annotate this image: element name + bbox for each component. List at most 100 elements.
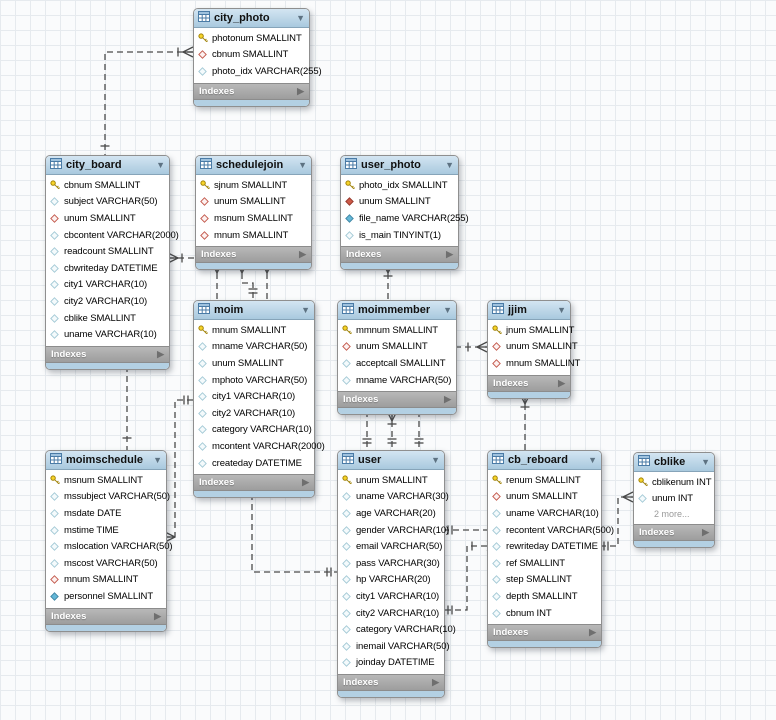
collapse-arrow-icon[interactable]: ▼: [153, 454, 162, 465]
collapse-arrow-icon[interactable]: ▼: [445, 159, 454, 170]
connector-city_board-moimschedule[interactable]: [122, 366, 132, 450]
field-row-unum[interactable]: unum SMALLINT: [194, 355, 314, 372]
field-row-cbcontent[interactable]: cbcontent VARCHAR(2000): [46, 227, 179, 244]
field-row-mname[interactable]: mname VARCHAR(50): [194, 339, 314, 356]
field-row-mnum[interactable]: mnum SMALLINT: [194, 322, 314, 339]
connector-user-cb_reboard-a[interactable]: [443, 525, 487, 535]
field-row-mname[interactable]: mname VARCHAR(50): [338, 372, 456, 389]
field-row-mnum[interactable]: mnum SMALLINT: [196, 227, 311, 244]
field-row-gender[interactable]: gender VARCHAR(10): [338, 522, 449, 539]
field-row-mslocation[interactable]: mslocation VARCHAR(50): [46, 538, 173, 555]
field-row-uname[interactable]: uname VARCHAR(10): [488, 505, 601, 522]
collapse-arrow-icon[interactable]: ▼: [296, 12, 305, 23]
table-header-cblike[interactable]: cblike▼: [634, 453, 714, 472]
indexes-bar-cb_reboard[interactable]: Indexes▶: [488, 624, 601, 642]
table-header-moimschedule[interactable]: moimschedule▼: [46, 451, 166, 470]
field-row-uname[interactable]: uname VARCHAR(30): [338, 489, 449, 506]
expand-arrow-icon[interactable]: ▶: [157, 348, 164, 359]
field-row-unum[interactable]: unum SMALLINT: [338, 339, 456, 356]
table-header-jjim[interactable]: jjim▼: [488, 301, 570, 320]
indexes-bar-moimmember[interactable]: Indexes▶: [338, 391, 456, 409]
table-header-cb_reboard[interactable]: cb_reboard▼: [488, 451, 601, 470]
collapse-arrow-icon[interactable]: ▼: [701, 456, 710, 467]
field-row-cbnum[interactable]: cbnum SMALLINT: [46, 177, 169, 194]
field-row-readcount[interactable]: readcount SMALLINT: [46, 243, 169, 260]
field-row-cbwriteday[interactable]: cbwriteday DATETIME: [46, 260, 169, 277]
field-row-category[interactable]: category VARCHAR(10): [194, 422, 314, 439]
indexes-bar-city_board[interactable]: Indexes▶: [46, 345, 169, 363]
expand-arrow-icon[interactable]: ▶: [444, 394, 451, 405]
field-row-inemail[interactable]: inemail VARCHAR(50): [338, 638, 450, 655]
field-row-unum[interactable]: unum SMALLINT: [46, 210, 169, 227]
indexes-bar-schedulejoin[interactable]: Indexes▶: [196, 246, 311, 264]
field-row-city1[interactable]: city1 VARCHAR(10): [338, 588, 444, 605]
collapse-arrow-icon[interactable]: ▼: [156, 159, 165, 170]
field-row-category[interactable]: category VARCHAR(10): [338, 621, 456, 638]
expand-arrow-icon[interactable]: ▶: [432, 677, 439, 688]
field-row-hp[interactable]: hp VARCHAR(20): [338, 572, 444, 589]
table-header-city_board[interactable]: city_board▼: [46, 156, 169, 175]
field-row-mphoto[interactable]: mphoto VARCHAR(50): [194, 372, 314, 389]
field-row-msnum[interactable]: msnum SMALLINT: [46, 472, 166, 489]
table-header-city_photo[interactable]: city_photo▼: [194, 9, 309, 28]
field-row-unum[interactable]: unum SMALLINT: [341, 194, 458, 211]
table-header-moim[interactable]: moim▼: [194, 301, 314, 320]
indexes-bar-cblike[interactable]: Indexes▶: [634, 524, 714, 542]
field-row-city2[interactable]: city2 VARCHAR(10): [338, 605, 444, 622]
more-columns-label[interactable]: 2 more...: [654, 509, 690, 520]
field-row-mssubject[interactable]: mssubject VARCHAR(50): [46, 489, 170, 506]
indexes-bar-moimschedule[interactable]: Indexes▶: [46, 607, 166, 625]
field-row-photo_idx[interactable]: photo_idx SMALLINT: [341, 177, 458, 194]
field-row-recontent[interactable]: recontent VARCHAR(500): [488, 522, 614, 539]
expand-arrow-icon[interactable]: ▶: [558, 377, 565, 388]
connector-moim-moimschedule[interactable]: [164, 395, 193, 543]
field-row-joinday[interactable]: joinday DATETIME: [338, 655, 444, 672]
connector-city_board-schedulejoin[interactable]: [167, 252, 196, 264]
field-row-sjnum[interactable]: sjnum SMALLINT: [196, 177, 311, 194]
field-row-ref[interactable]: ref SMALLINT: [488, 555, 601, 572]
collapse-arrow-icon[interactable]: ▼: [557, 304, 566, 315]
field-row-age[interactable]: age VARCHAR(20): [338, 505, 444, 522]
expand-arrow-icon[interactable]: ▶: [297, 85, 304, 96]
field-row-city1[interactable]: city1 VARCHAR(10): [46, 277, 169, 294]
field-row-mmnum[interactable]: mmnum SMALLINT: [338, 322, 456, 339]
field-row-subject[interactable]: subject VARCHAR(50): [46, 194, 169, 211]
field-row-jnum[interactable]: jnum SMALLINT: [488, 322, 574, 339]
field-row-mnum[interactable]: mnum SMALLINT: [46, 572, 166, 589]
indexes-bar-user_photo[interactable]: Indexes▶: [341, 246, 458, 264]
connector-jjim-cb_reboard[interactable]: [519, 393, 531, 450]
collapse-arrow-icon[interactable]: ▼: [301, 304, 310, 315]
indexes-bar-city_photo[interactable]: Indexes▶: [194, 82, 309, 100]
field-row-rewriteday[interactable]: rewriteday DATETIME: [488, 538, 601, 555]
field-row-cblikenum[interactable]: cblikenum INT: [634, 474, 714, 491]
field-row-unum[interactable]: unum SMALLINT: [488, 489, 601, 506]
field-row-unum[interactable]: unum SMALLINT: [196, 194, 311, 211]
field-row-depth[interactable]: depth SMALLINT: [488, 588, 601, 605]
expand-arrow-icon[interactable]: ▶: [154, 610, 161, 621]
indexes-bar-jjim[interactable]: Indexes▶: [488, 374, 570, 392]
connector-moimmember-jjim[interactable]: [455, 341, 488, 353]
indexes-bar-moim[interactable]: Indexes▶: [194, 474, 314, 492]
field-row-msdate[interactable]: msdate DATE: [46, 505, 166, 522]
field-row-photo_idx[interactable]: photo_idx VARCHAR(255): [194, 63, 322, 80]
field-row-personnel[interactable]: personnel SMALLINT: [46, 588, 166, 605]
collapse-arrow-icon[interactable]: ▼: [298, 159, 307, 170]
field-row-unum[interactable]: unum SMALLINT: [488, 339, 578, 356]
field-row-file_name[interactable]: file_name VARCHAR(255): [341, 210, 469, 227]
connector-moimmember-user-c[interactable]: [414, 411, 424, 450]
field-row-mnum[interactable]: mnum SMALLINT: [488, 355, 580, 372]
table-header-user[interactable]: user▼: [338, 451, 444, 470]
field-row-city2[interactable]: city2 VARCHAR(10): [194, 405, 314, 422]
table-header-moimmember[interactable]: moimmember▼: [338, 301, 456, 320]
connector-moimmember-user-b[interactable]: [386, 410, 398, 450]
collapse-arrow-icon[interactable]: ▼: [588, 454, 597, 465]
field-row-city2[interactable]: city2 VARCHAR(10): [46, 293, 169, 310]
connector-moim-user[interactable]: [251, 494, 337, 577]
field-row-cblike[interactable]: cblike SMALLINT: [46, 310, 169, 327]
connector-moimmember-user-a[interactable]: [362, 411, 372, 450]
